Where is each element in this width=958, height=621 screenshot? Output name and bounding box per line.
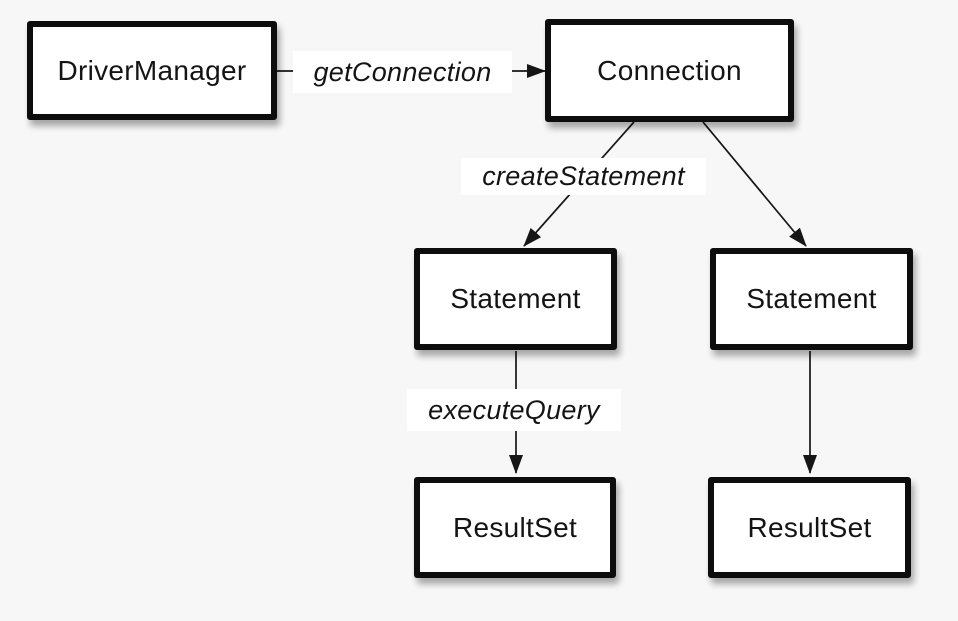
node-resultset-left: ResultSet — [414, 477, 616, 578]
edge-label-executequery: executeQuery — [407, 389, 621, 431]
node-statement-left: Statement — [414, 248, 617, 350]
edge-label-createstatement: createStatement — [461, 158, 706, 195]
node-statement-right: Statement — [710, 248, 913, 350]
edge-label-getconnection: getConnection — [293, 51, 512, 93]
node-driver-manager: DriverManager — [27, 21, 277, 120]
node-connection: Connection — [545, 19, 794, 122]
edge-connection-to-statement-right — [702, 121, 807, 247]
node-resultset-right: ResultSet — [708, 477, 911, 578]
